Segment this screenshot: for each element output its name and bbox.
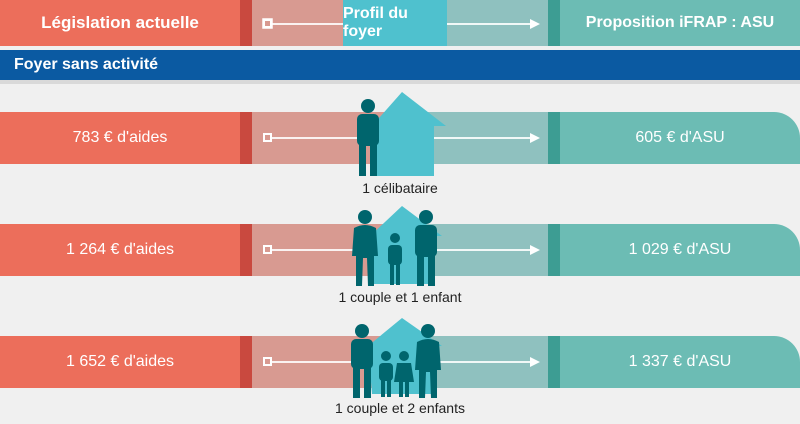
row3-family-icon <box>351 324 441 398</box>
row2-right-fold <box>548 224 560 276</box>
header-ifrap-proposal: Proposition iFRAP : ASU <box>560 0 800 46</box>
section-shadow <box>0 80 800 84</box>
row2-proposed-asu: 1 029 € d'ASU <box>560 224 800 276</box>
header-left-fold <box>240 0 252 46</box>
row3-right-fold <box>548 336 560 388</box>
row1-right-fold <box>548 112 560 164</box>
header-household-profile: Profil du foyer <box>343 0 447 46</box>
row1-left-fold <box>240 112 252 164</box>
row2-household-caption: 1 couple et 1 enfant <box>338 289 462 305</box>
row1-house-icon <box>372 92 446 176</box>
row3-current-aid: 1 652 € d'aides <box>0 336 240 388</box>
row2-left-fold <box>240 224 252 276</box>
row3-left-fold <box>240 336 252 388</box>
header-right-fold <box>548 0 560 46</box>
row3-proposed-asu: 1 337 € d'ASU <box>560 336 800 388</box>
row1-proposed-asu: 605 € d'ASU <box>560 112 800 164</box>
section-title: Foyer sans activité <box>0 50 800 80</box>
row1-household-caption: 1 célibataire <box>362 180 438 196</box>
row3-household-caption: 1 couple et 2 enfants <box>335 400 465 416</box>
header-current-legislation: Législation actuelle <box>0 0 240 46</box>
row2-current-aid: 1 264 € d'aides <box>0 224 240 276</box>
row1-single-person-icon <box>357 99 379 176</box>
row1-current-aid: 783 € d'aides <box>0 112 240 164</box>
row2-family-icon <box>352 210 437 286</box>
